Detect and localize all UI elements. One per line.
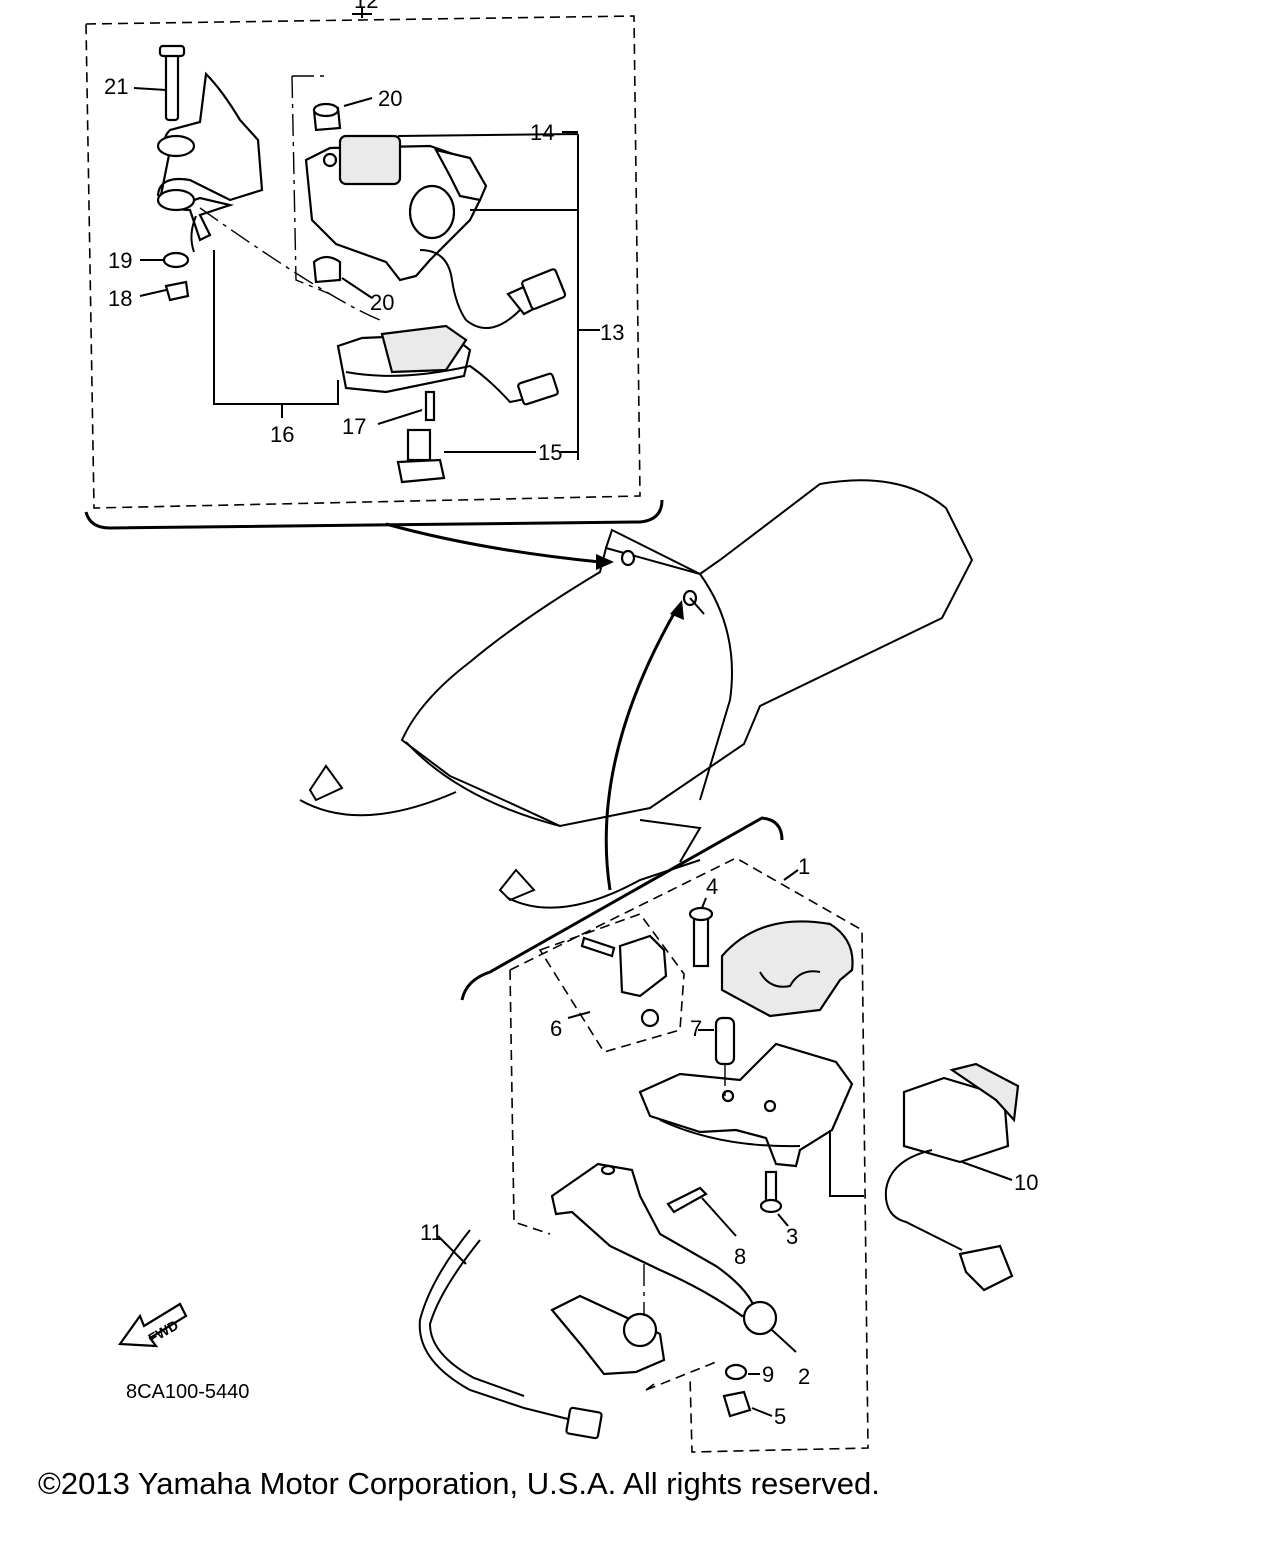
- callout-4: 4: [706, 874, 718, 899]
- brake-lever-2: [550, 1162, 778, 1336]
- callout-17: 17: [342, 414, 366, 439]
- callout-18: 18: [108, 286, 132, 311]
- connector-10: [884, 1062, 1020, 1292]
- callout-5: 5: [774, 1404, 786, 1429]
- washer-19: [162, 251, 190, 269]
- callout-13: 13: [600, 320, 624, 345]
- callout-1: 1: [798, 854, 810, 879]
- screw-8: [666, 1186, 708, 1214]
- callout-2: 2: [798, 1364, 810, 1389]
- callout-labels: 12 21 20 14 19 18 20 13 17 16 15 1 4 6 7…: [104, 0, 1038, 1429]
- callout-14: 14: [530, 120, 554, 145]
- grommet-20-bottom: [312, 255, 342, 284]
- callout-19: 19: [108, 248, 132, 273]
- inset-assembly-12: [84, 8, 664, 530]
- callout-20-bottom: 20: [370, 290, 394, 315]
- stop-switch-11: [418, 1229, 666, 1440]
- callout-21: 21: [104, 74, 128, 99]
- nut-5: [722, 1390, 752, 1418]
- screw-17: [424, 390, 436, 422]
- callout-7: 7: [690, 1016, 702, 1041]
- callout-16: 16: [270, 422, 294, 447]
- lower-assembly-1: [418, 816, 1020, 1453]
- callout-12: 12: [354, 0, 378, 13]
- snowmobile-outline: [299, 479, 974, 909]
- switch-box-part: [304, 134, 567, 329]
- callout-3: 3: [786, 1224, 798, 1249]
- catalog-code: 8CA100-5440: [126, 1381, 249, 1403]
- location-arrows: [385, 522, 684, 891]
- bolt-4: [692, 916, 710, 968]
- bracket-part: [156, 44, 264, 253]
- callout-11: 11: [420, 1220, 443, 1245]
- washer-9: [724, 1363, 748, 1381]
- collar-7: [714, 1016, 736, 1066]
- cap-part: [720, 920, 854, 1018]
- callout-6: 6: [550, 1016, 562, 1041]
- callout-10: 10: [1014, 1170, 1038, 1195]
- callout-15: 15: [538, 440, 562, 465]
- copyright-notice: ©2013 Yamaha Motor Corporation, U.S.A. A…: [38, 1466, 880, 1501]
- callout-20-top: 20: [378, 86, 402, 111]
- fwd-direction-marker: FWD: [117, 1302, 188, 1348]
- housing-part: [638, 1042, 854, 1168]
- callout-9: 9: [762, 1362, 774, 1387]
- lower-cover-part: [336, 324, 559, 406]
- nut-18: [164, 280, 190, 302]
- callout-8: 8: [734, 1244, 746, 1269]
- bolt-15: [396, 428, 446, 484]
- pivot-block-6: [618, 934, 668, 998]
